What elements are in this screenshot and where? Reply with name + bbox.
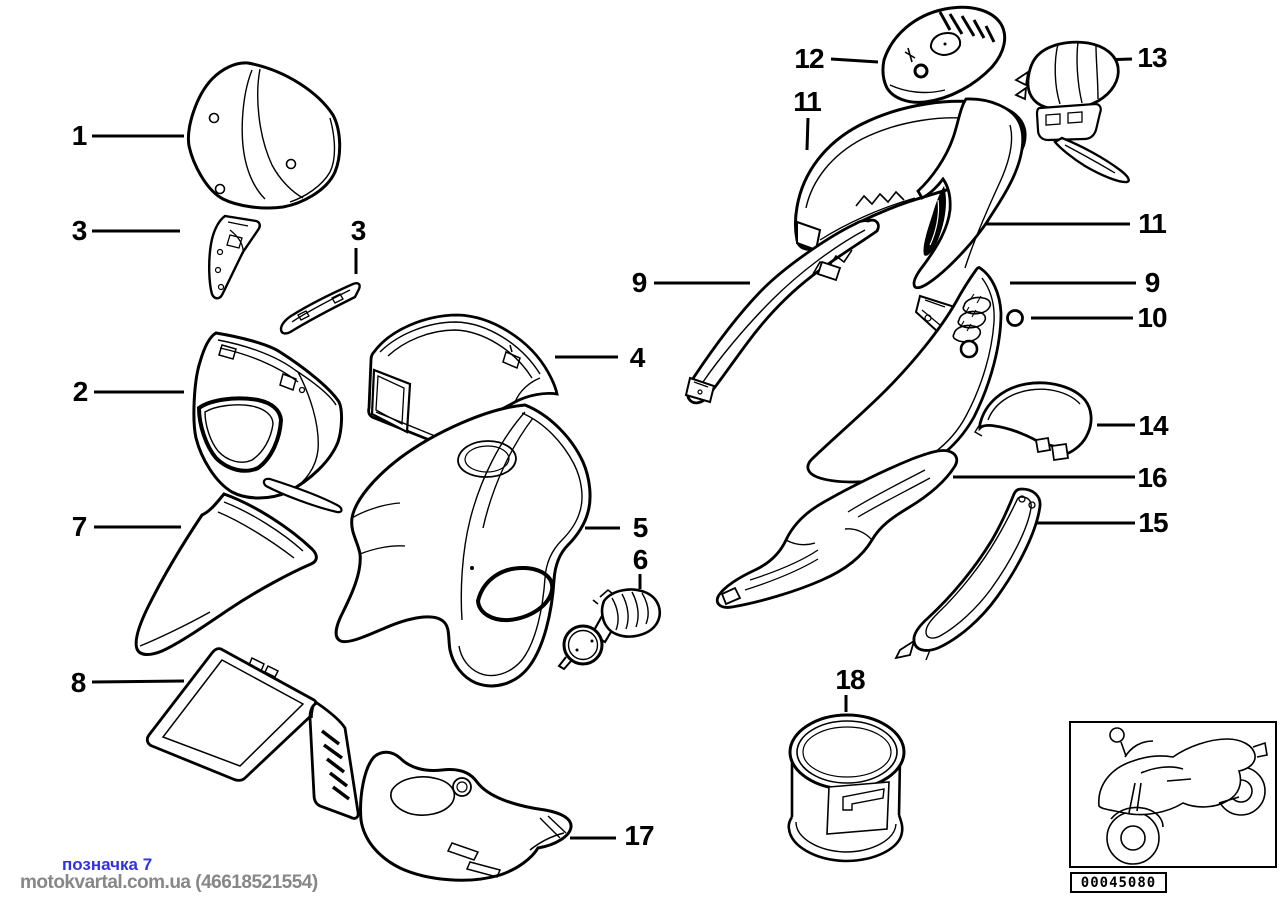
part-belly-pan-drawing: [361, 752, 572, 880]
image-code: 00045080: [1080, 874, 1157, 891]
callout-13: 13: [1137, 42, 1167, 73]
motorcycle-icon: [1071, 723, 1275, 866]
callout-10: 10: [1137, 302, 1167, 333]
part-upper-cover-drawing: [369, 315, 557, 443]
part-side-strip-drawing: [896, 489, 1040, 660]
callout-16: 16: [1137, 462, 1167, 493]
part-sill-trim-drawing: [717, 450, 957, 607]
callout-4: 4: [629, 342, 646, 373]
callout-1: 1: [71, 120, 88, 151]
marker-label: позначка 7: [62, 855, 153, 874]
part-front-mask-drawing: [194, 333, 342, 512]
part-windscreen-drawing: [188, 63, 339, 208]
part-filler-cap-drawing: [559, 590, 660, 669]
leader-line-8: [92, 681, 184, 682]
callout-7: 7: [71, 511, 88, 542]
part-radiator-trim-drawing: [147, 649, 358, 819]
part-tail-top-cover-drawing: [883, 7, 1005, 102]
callout-9-left: 9: [631, 267, 648, 298]
callout-5: 5: [632, 512, 649, 543]
leader-line-11-top: [807, 118, 808, 150]
image-code-box: 00045080: [1070, 872, 1167, 893]
callout-3-mid: 3: [350, 215, 367, 246]
callout-14: 14: [1138, 410, 1168, 441]
callout-3-left: 3: [71, 215, 88, 246]
callout-15: 15: [1138, 507, 1168, 538]
leader-line-12: [831, 59, 878, 62]
part-paint-can-drawing: [789, 715, 904, 861]
callout-8: 8: [70, 667, 87, 698]
callout-11-right: 11: [1138, 208, 1167, 239]
part-side-fairing-drawing: [336, 405, 590, 686]
part-side-panel-drawing: [808, 268, 1001, 482]
part-rear-cover-drawing: [1016, 42, 1129, 182]
part-front-fender-drawing: [136, 494, 316, 655]
callout-6: 6: [632, 544, 649, 575]
callout-9-right: 9: [1144, 267, 1161, 298]
callout-11-top: 11: [793, 86, 822, 117]
part-small-cover-drawing: [975, 383, 1091, 460]
part-seat-rail-left-drawing: [686, 220, 878, 403]
motorcycle-thumbnail-box: [1069, 721, 1277, 868]
callout-17: 17: [624, 820, 654, 851]
callout-12: 12: [794, 43, 824, 74]
part-bracket-left-drawing: [209, 216, 260, 298]
part-grommet-drawing: [1008, 311, 1023, 326]
part-bracket-arm-drawing: [281, 283, 360, 333]
watermark-text: motokvartal.com.ua (46618521554): [20, 872, 318, 893]
callout-2: 2: [72, 376, 89, 407]
callout-18: 18: [835, 664, 865, 695]
